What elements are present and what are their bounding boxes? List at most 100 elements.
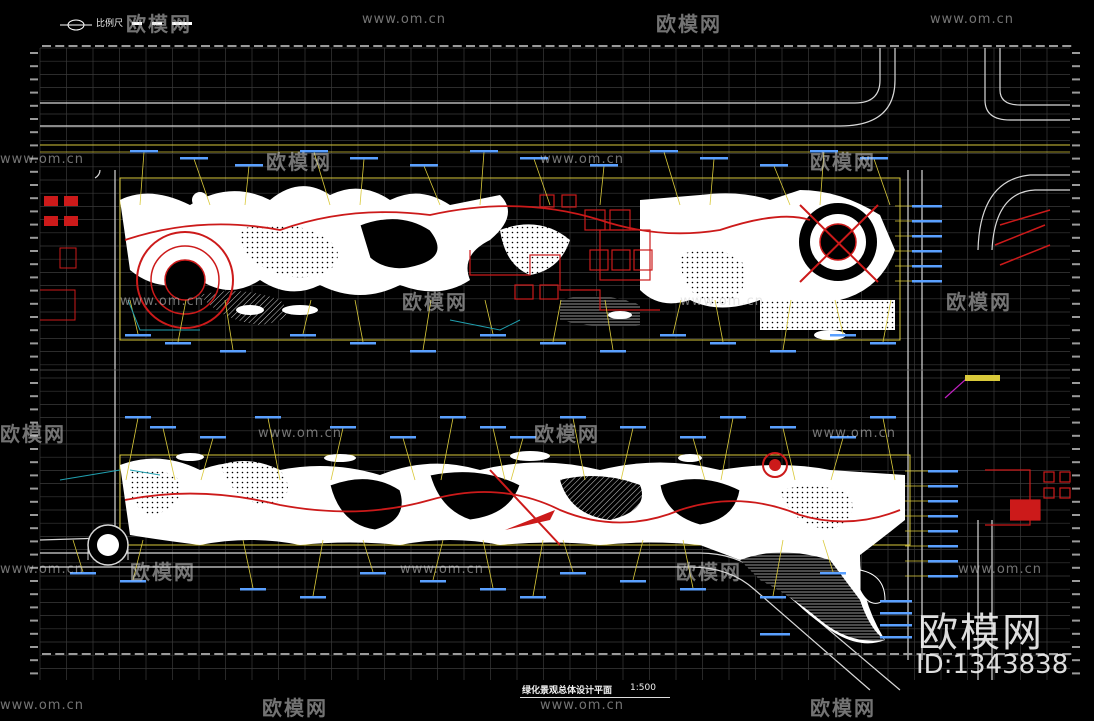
axis-tick [1072, 223, 1080, 226]
label-bar [590, 164, 618, 167]
label-bar [200, 436, 226, 439]
label-bar [928, 470, 958, 473]
coordinate-grid [39, 47, 1070, 680]
watermark-logo: 欧模网 [810, 696, 876, 720]
axis-tick [30, 434, 38, 437]
leader-line [533, 158, 551, 206]
axis-tick [651, 45, 661, 47]
axis-tick [174, 653, 184, 655]
label-bar [770, 426, 796, 429]
axis-tick [943, 45, 952, 47]
axis-tick [1009, 45, 1019, 47]
axis-tick [439, 653, 449, 655]
axis-tick [731, 653, 740, 655]
axis-tick [466, 45, 475, 47]
label-bar [880, 636, 912, 639]
leader-line [663, 151, 681, 206]
plan-scale: 1:500 [630, 683, 656, 693]
axis-tick [1072, 461, 1080, 464]
axis-tick [943, 653, 952, 655]
axis-tick [30, 157, 38, 160]
axis-tick [479, 653, 489, 655]
axis-tick [333, 653, 343, 655]
axis-tick [1072, 236, 1080, 239]
axis-tick [174, 45, 184, 47]
axis-tick [916, 653, 926, 655]
axis-tick [30, 474, 38, 477]
axis-tick [30, 52, 38, 54]
axis-tick [399, 653, 409, 655]
axis-ticks-bottom [42, 653, 1072, 655]
axis-tick [704, 653, 714, 655]
label-bar [420, 580, 446, 583]
watermark-logo: 欧模网 [0, 422, 66, 446]
watermark-logo: 欧模网 [656, 12, 722, 36]
axis-tick [30, 408, 38, 411]
watermark-logo: 欧模网 [946, 290, 1012, 314]
axis-tick [982, 653, 992, 655]
label-bar [810, 150, 838, 153]
axis-tick [108, 653, 118, 655]
axis-tick [30, 65, 38, 68]
axis-tick [1072, 250, 1080, 252]
axis-tick [1062, 45, 1072, 47]
axis-tick [201, 653, 210, 655]
axis-tick [30, 131, 38, 134]
label-bar [300, 150, 328, 153]
label-bar [710, 342, 736, 345]
axis-tick [1072, 316, 1080, 318]
label-bar [912, 265, 942, 268]
axis-tick [757, 653, 767, 655]
label-bar [650, 150, 678, 153]
axis-tick [452, 45, 462, 47]
axis-tick [810, 45, 820, 47]
axis-tick [585, 45, 595, 47]
label-bar [235, 164, 263, 167]
watermark-logo: 欧模网 [262, 696, 328, 720]
axis-tick [611, 653, 621, 655]
axis-tick [572, 653, 581, 655]
leader-line [599, 165, 605, 206]
label-bar [125, 334, 151, 337]
watermark-url: www.om.cn [958, 562, 1042, 577]
axis-tick [280, 45, 290, 47]
axis-tick [744, 653, 754, 655]
axis-tick [598, 45, 608, 47]
axis-tick [161, 45, 171, 47]
leader-line [632, 539, 644, 581]
axis-tick [996, 653, 1005, 655]
axis-tick [1072, 368, 1080, 371]
label-bar [360, 572, 386, 575]
axis-tick [30, 395, 38, 398]
axis-tick [863, 653, 873, 655]
axis-tick [148, 653, 157, 655]
axis-tick [30, 197, 38, 200]
axis-tick [1072, 52, 1080, 54]
axis-tick [148, 45, 157, 47]
axis-tick [1072, 606, 1080, 609]
axis-tick [293, 653, 303, 655]
axis-tick [30, 421, 38, 424]
axis-tick [227, 653, 237, 655]
axis-tick [30, 170, 38, 173]
axis-tick [95, 45, 104, 47]
axis-tick [863, 45, 873, 47]
axis-tick [30, 144, 38, 147]
axis-tick [1072, 131, 1080, 134]
axis-tick [30, 263, 38, 266]
leader-line [772, 539, 784, 597]
axis-tick [254, 653, 263, 655]
label-bar [410, 164, 438, 167]
label-bar [165, 342, 191, 345]
axis-tick [996, 45, 1005, 47]
leader-line [242, 539, 254, 589]
label-bar [480, 426, 506, 429]
axis-tick [1072, 118, 1080, 120]
label-bar [130, 150, 158, 153]
leader-line [773, 165, 791, 206]
label-bar [255, 416, 281, 419]
leader-line [714, 299, 724, 343]
axis-tick [30, 619, 38, 622]
axis-tick [280, 653, 290, 655]
leader-line [200, 437, 214, 481]
